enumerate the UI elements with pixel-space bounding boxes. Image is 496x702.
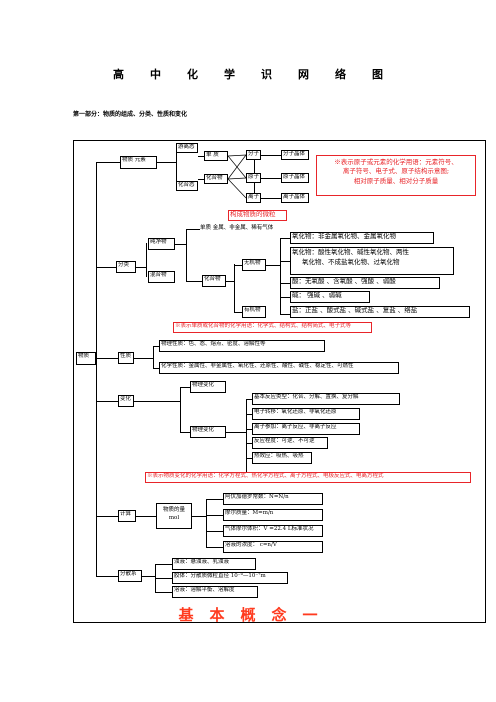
title-char: 络 — [335, 68, 346, 81]
title-char: 图 — [372, 68, 383, 81]
atomic-crystal: 原子晶体 — [281, 173, 309, 183]
suspension: 浊液：悬浊液、乳浊液 — [172, 558, 256, 570]
amount-of-substance: 物质的量 mol — [156, 503, 192, 529]
matter-element-box: 物质 元素 — [120, 156, 157, 169]
physical-properties: 物理性质：色、态、熔点、密度、溶解性等 — [159, 340, 325, 352]
molar-volume: 气体摩尔体积：V =22.4 L标准状况 — [223, 525, 323, 537]
title-char: 网 — [298, 68, 309, 81]
footer-char: 念 — [271, 606, 287, 624]
reaction-ionic: 离子参加：离子反应、非离子反应 — [252, 423, 360, 435]
oxides-metal: 氧化物：非金属氧化物、金属氧化物 — [290, 232, 434, 244]
physical-change: 物理变化 — [190, 381, 226, 393]
solution: 溶液：溶解平衡、溶解度 — [172, 586, 258, 598]
molecule-box: 分子 — [246, 150, 261, 160]
classification-note: ※表示单质或化合物的化学用语：化学式、结构式、结构简式、电子式等 — [173, 322, 372, 333]
chemical-change: 物理变化 — [190, 426, 226, 438]
reaction-degree: 反应程度：可逆、不可逆 — [252, 437, 328, 449]
molar-mass: 摩尔质量：M=m/n — [223, 509, 323, 521]
atom-box: 原子 — [246, 173, 261, 183]
inorganic: 无机物 — [242, 259, 266, 271]
oxides-acidic: 氧化物：酸性氧化物、碱性氧化物、两性 氧化物、不成盐氧化物、过氧化物 — [290, 247, 454, 275]
reaction-basic-types: 基本反应类型：化合、分解、置换、复分解 — [252, 393, 400, 405]
trunk-line — [96, 162, 97, 576]
reaction-electron-transfer: 电子转移：氧化还原、非氧化还原 — [252, 408, 360, 420]
classification-box: 分类 — [116, 261, 136, 273]
colloid: 胶体：分散质微粒直径 10⁻⁹—10⁻⁷m — [172, 572, 288, 584]
compound-box: 化合物 — [204, 174, 228, 184]
page-title: 高中化学识网络图 — [0, 66, 496, 82]
calculation-box: 计算 — [118, 510, 136, 522]
pure-substance: 纯净物 — [148, 238, 175, 250]
root-matter: 物质 — [76, 352, 96, 365]
footer-char: 基 — [178, 606, 194, 624]
acid-types: 酸：无氧酸 、含氧酸 、强酸 、弱酸 — [290, 277, 440, 289]
changes-box: 变化 — [118, 395, 134, 407]
title-char: 识 — [261, 68, 272, 81]
chemical-properties: 化学性质：金属性、非金属性、氧化性、还原性、酸性、碱性、稳定性、可燃性 — [159, 362, 399, 374]
mixture: 混合物 — [148, 271, 175, 283]
title-char: 中 — [150, 68, 161, 81]
properties-box: 性质 — [118, 352, 134, 364]
base-types: 碱： 强碱 、弱碱 — [290, 291, 370, 303]
elements-kinds: 单质 金属、非金属、稀有气体 — [200, 225, 274, 231]
molecular-crystal: 分子晶体 — [281, 150, 309, 160]
ion-box: 离子 — [246, 193, 261, 203]
avogadro-constant: 阿伏加德罗常数：N=N/n — [223, 493, 323, 505]
free-state: 游离态 — [176, 143, 198, 153]
composition-note: ※表示原子或元素的化学用语：元素符号、 离子符号、电子式、原子结构示意图; 相对… — [316, 155, 476, 196]
solution-concentration: 溶液的浓度： c=n/V — [223, 541, 323, 553]
combined-state: 化合态 — [176, 181, 198, 191]
footer-char: 一 — [302, 606, 318, 624]
compound-class: 化合物 — [202, 275, 226, 287]
dispersion-box: 分散系 — [118, 570, 142, 582]
title-char: 高 — [113, 68, 124, 81]
footer-char: 本 — [209, 606, 225, 624]
salt-types: 盐：正盐 、酸式盐 、碱式盐 、复盐 、络盐 — [290, 306, 470, 318]
footer-char: 概 — [240, 606, 256, 624]
simple-substance: 单 质 — [204, 151, 228, 161]
ionic-crystal: 离子晶体 — [281, 193, 309, 203]
micro-particles-label: 构成物质的微粒 — [228, 210, 287, 221]
concept-map-frame — [73, 140, 486, 623]
changes-note: ※表示物质变化的化学用语：化学方程式、热化学方程式、离子方程式、电极反应式、电离… — [145, 472, 471, 483]
title-char: 学 — [224, 68, 235, 81]
footer-title: 基本概念一 — [0, 604, 496, 625]
composition-connectors — [228, 154, 247, 199]
reaction-heat: 热效应：吸热、吸热 — [252, 452, 312, 464]
organic: 有机物 — [242, 306, 266, 318]
title-char: 化 — [187, 68, 198, 81]
section-subtitle: 第一部分：物质的组成、分类、性质和变化 — [73, 111, 188, 118]
